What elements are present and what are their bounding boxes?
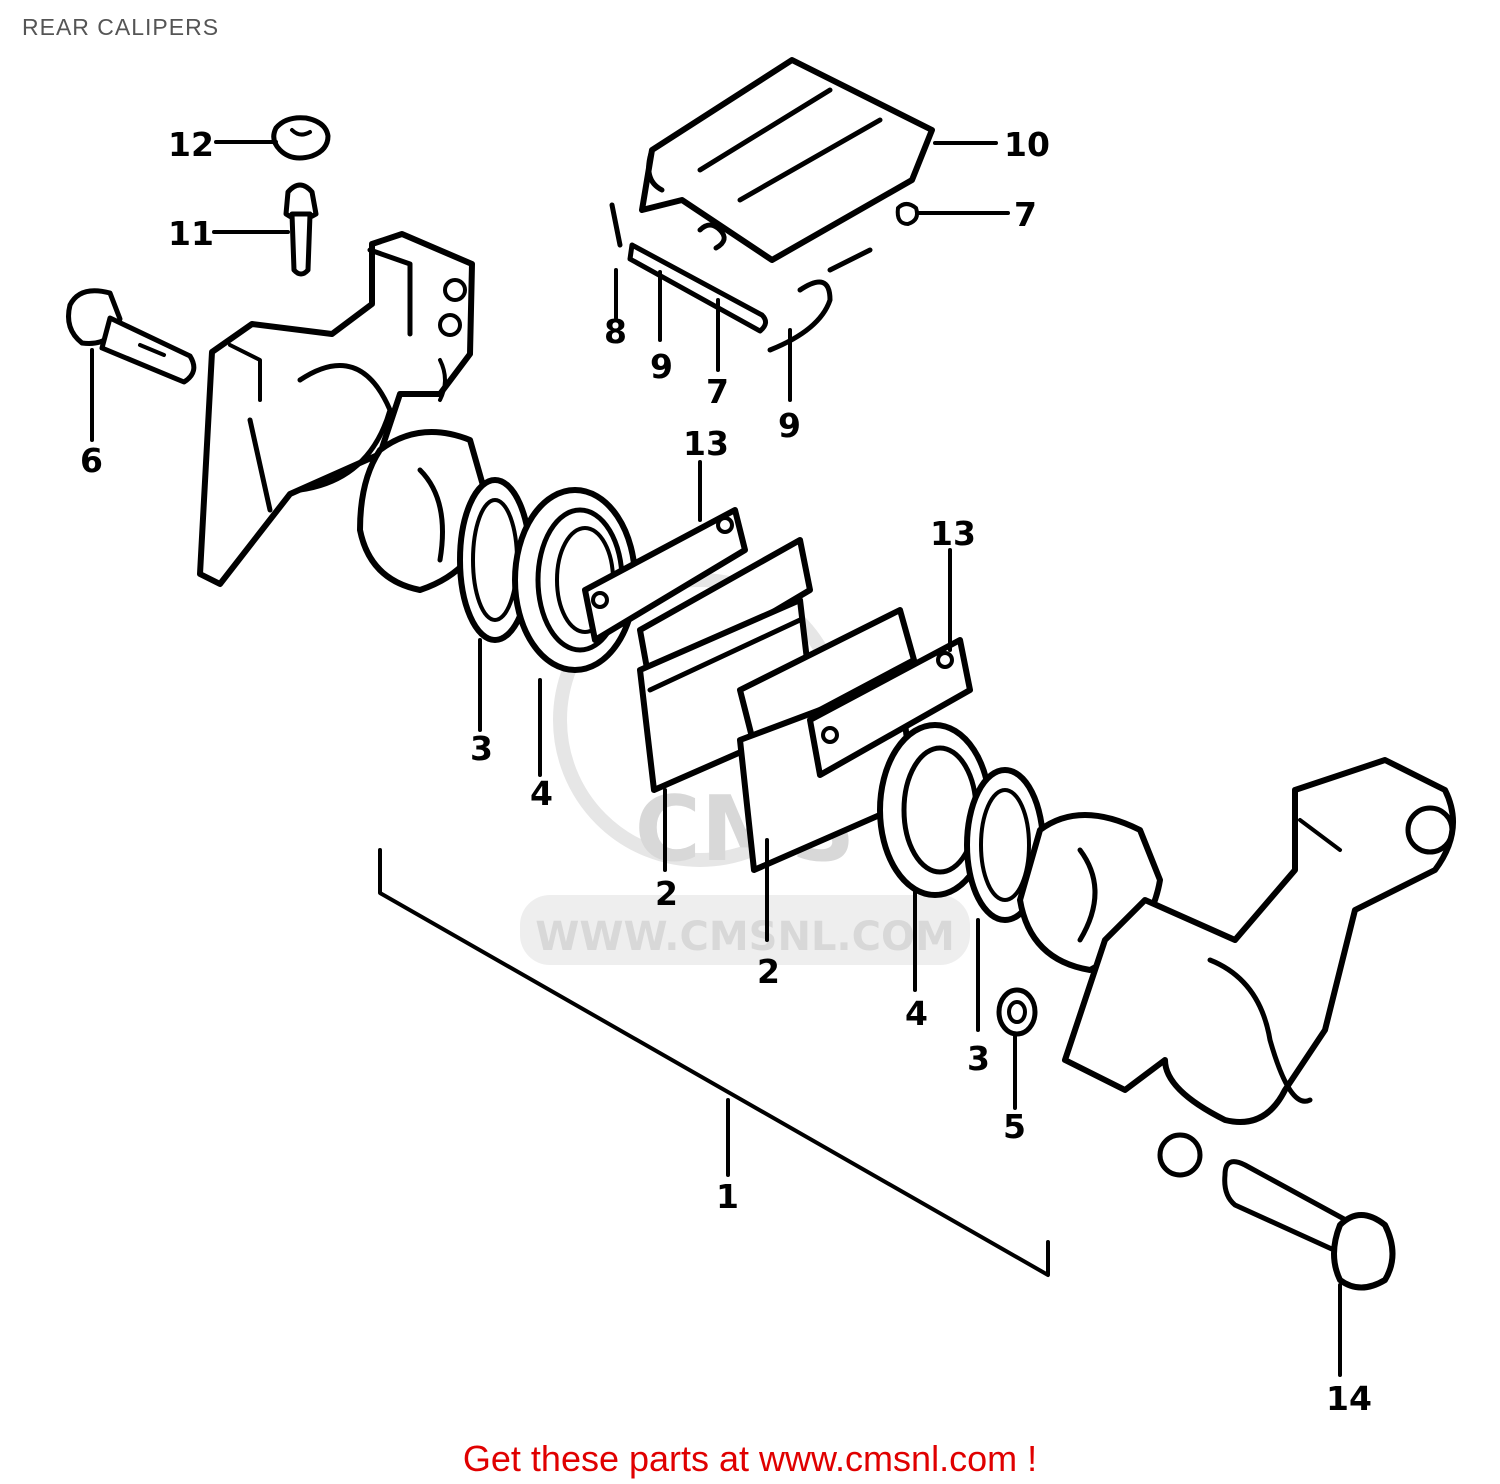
callout-14: 14	[1326, 1379, 1372, 1418]
part-10-pad-spring-icon	[639, 57, 935, 263]
callout-3-right: 3	[967, 1039, 990, 1078]
part-11-bleeder-screw-icon	[283, 182, 319, 277]
page-title: REAR CALIPERS	[22, 14, 220, 40]
part-14-bolt-icon	[1222, 1159, 1396, 1291]
callout-labels: 12 11 6 10 7 8 9 7 9 13 13 3 4 2 2 4 3 5…	[80, 125, 1372, 1418]
callout-3-left: 3	[470, 729, 493, 768]
callout-12: 12	[168, 125, 214, 164]
callout-7-bottom: 7	[706, 372, 729, 411]
callout-7-top: 7	[1014, 195, 1037, 234]
callout-2-left: 2	[655, 874, 678, 913]
callout-8: 8	[604, 312, 627, 351]
pad-pins-and-clips-icon	[609, 202, 919, 353]
right-caliper-body-icon	[1062, 757, 1456, 1178]
callout-10: 10	[1004, 125, 1050, 164]
leader-lines	[90, 140, 1342, 1377]
callout-13-left: 13	[683, 424, 729, 463]
callout-5: 5	[1003, 1107, 1026, 1146]
left-caliper-body-icon	[197, 231, 475, 587]
watermark-url: WWW.CMSNL.COM	[535, 914, 955, 960]
assembly-bracket	[378, 848, 1050, 1277]
callout-9-left: 9	[650, 347, 673, 386]
callout-6: 6	[80, 441, 103, 480]
callout-2-right: 2	[757, 952, 780, 991]
callout-1: 1	[716, 1177, 739, 1216]
callout-9-right: 9	[778, 406, 801, 445]
callout-4-left: 4	[530, 774, 553, 813]
part-6-pin-bolt-icon	[66, 288, 197, 385]
callout-4-right: 4	[905, 994, 928, 1033]
footer-promo[interactable]: Get these parts at www.cmsnl.com !	[0, 1438, 1500, 1480]
part-12-nut-icon	[271, 115, 331, 161]
footer-promo-text[interactable]: Get these parts at www.cmsnl.com !	[462, 1438, 1038, 1479]
brake-pads-icon	[582, 507, 973, 873]
part-5-washer-icon	[996, 987, 1038, 1037]
callout-13-right: 13	[930, 514, 976, 553]
right-seals-icon	[877, 722, 1046, 923]
callout-11: 11	[168, 214, 214, 253]
